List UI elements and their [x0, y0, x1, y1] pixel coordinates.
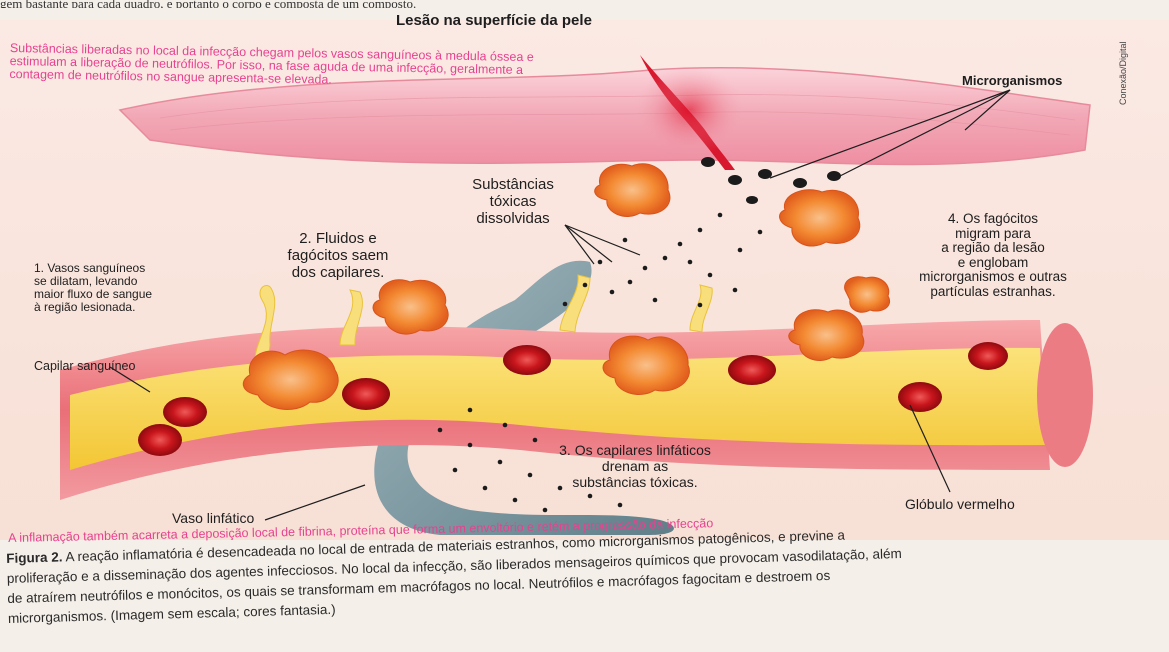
step4-line-4: e englobam [898, 256, 1088, 271]
step3-line-3: substâncias tóxicas. [520, 474, 750, 490]
figure-caption-text: A reação inflamatória é desencadeada no … [7, 528, 902, 626]
step4-line-2: migram para [898, 227, 1088, 242]
step2-label: 2. Fluidos e fagócitos saem dos capilare… [268, 230, 408, 281]
step4-line-3: a região da lesão [898, 241, 1088, 256]
step1-line-4: à região lesionada. [34, 301, 152, 314]
skin-wound-label: Lesão na superfície da pele [396, 12, 592, 29]
step4-line-5: microrganismos e outras [898, 270, 1088, 285]
step3-line-2: drenam as [520, 458, 750, 474]
microorganisms-label: Microrganismos [962, 72, 1062, 89]
step3-line-1: 3. Os capilares linfáticos [520, 442, 750, 458]
step2-line-1: 2. Fluidos e [268, 230, 408, 247]
figure-number: Figura 2. [6, 549, 63, 566]
capillary-end [1037, 323, 1093, 467]
lymph-vessel-label: Vaso linfático [172, 510, 254, 527]
toxic-line-1: Substâncias [448, 176, 578, 193]
red-blood-cell-label: Glóbulo vermelho [905, 496, 1015, 513]
step2-line-2: fagócitos saem [268, 247, 408, 264]
step4-label: 4. Os fagócitos migram para a região da … [898, 212, 1088, 299]
step1-label: 1. Vasos sanguíneos se dilatam, levando … [34, 262, 152, 314]
step3-label: 3. Os capilares linfáticos drenam as sub… [520, 442, 750, 490]
toxic-substances-label: Substâncias tóxicas dissolvidas [448, 176, 578, 227]
image-credit: Conexão/Digital [1118, 41, 1128, 105]
toxic-line-2: tóxicas [448, 193, 578, 210]
step2-line-3: dos capilares. [268, 264, 408, 281]
step4-line-6: partículas estranhas. [898, 285, 1088, 300]
step4-line-1: 4. Os fagócitos [898, 212, 1088, 227]
wound-redness [635, 65, 745, 155]
toxic-line-3: dissolvidas [448, 210, 578, 227]
capillary-label: Capilar sanguíneo [34, 358, 135, 375]
